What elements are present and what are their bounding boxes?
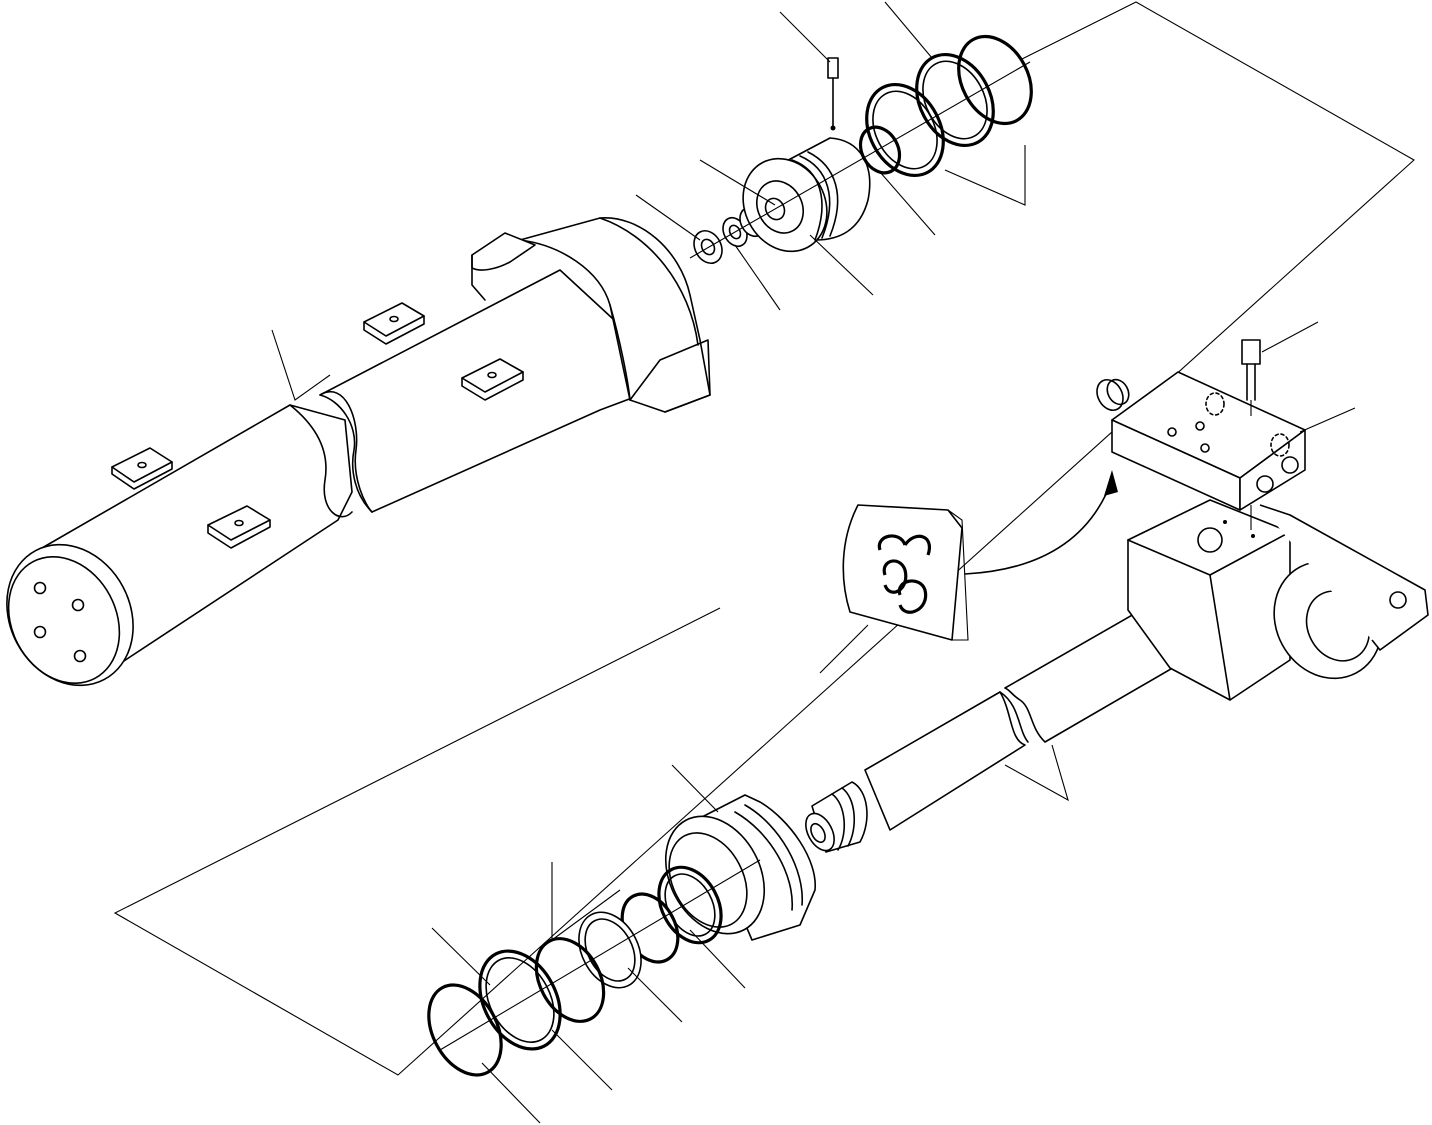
- callout-leader-15: [431, 927, 491, 986]
- callout-leader-13: [627, 967, 683, 1023]
- rod-group: [805, 499, 1429, 853]
- seal-kit-inset: [842, 504, 969, 641]
- callout-leader-4: [635, 194, 701, 241]
- callout-leader-6: [809, 234, 874, 296]
- gland-group: [427, 794, 816, 1077]
- piston-group: [689, 34, 1033, 265]
- valve-block: [964, 339, 1306, 575]
- callout-leader-10: [819, 624, 869, 674]
- callout-leader-16: [481, 1062, 541, 1124]
- callout-leader-8: [1261, 321, 1319, 353]
- callout-leader-7: [734, 244, 781, 311]
- callout-leader-5: [879, 171, 936, 236]
- callout-leader-9: [1299, 407, 1356, 433]
- callout-leaders: [431, 1, 1356, 1124]
- callout-leader-1: [779, 11, 831, 63]
- callout-leader-12: [689, 929, 746, 989]
- callout-leader-14: [551, 1029, 613, 1091]
- cylinder-tube: [6, 217, 711, 687]
- callout-leader-2: [884, 1, 933, 59]
- callout-leader-3: [699, 159, 776, 206]
- callout-leader-11: [671, 764, 719, 813]
